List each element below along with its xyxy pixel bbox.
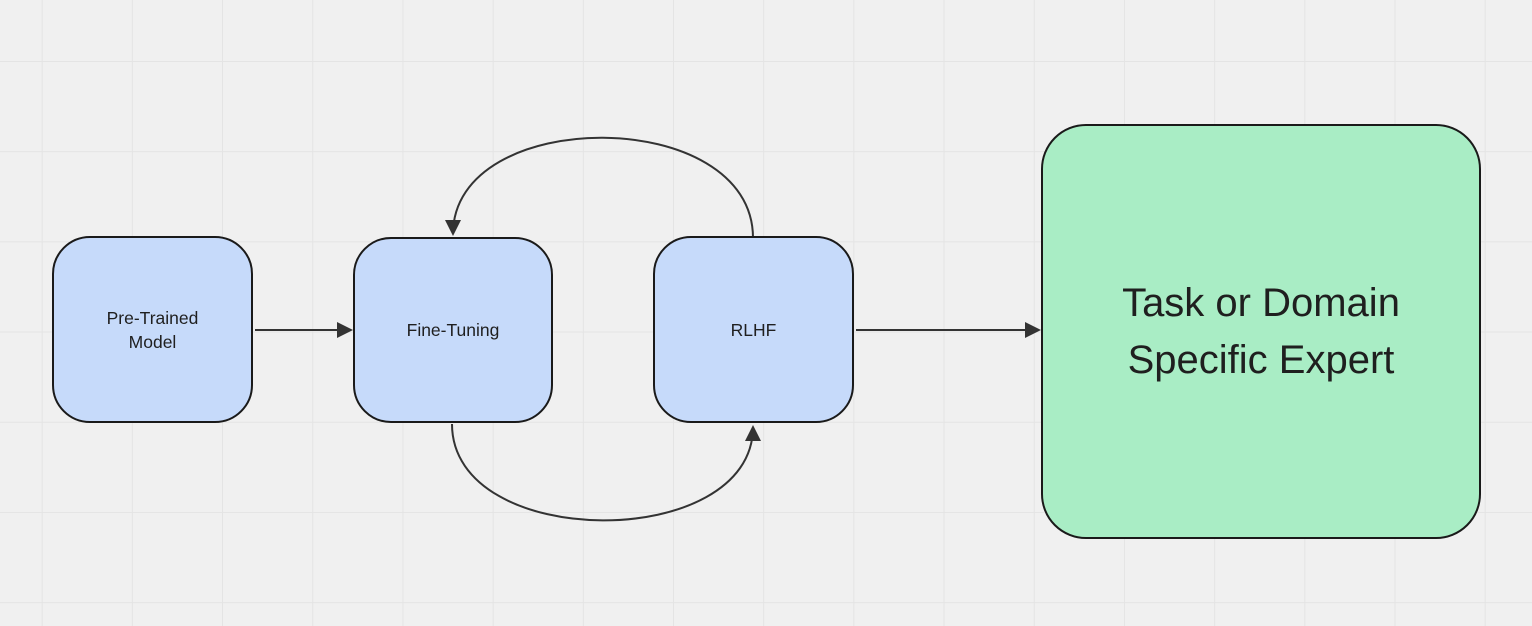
node-pretrained-model-label: Pre-Trained Model	[106, 307, 199, 352]
node-fine-tuning[interactable]: Fine-Tuning	[353, 237, 553, 423]
node-task-domain-expert[interactable]: Task or Domain Specific Expert	[1041, 124, 1481, 539]
edge-rlhf-to-finetuning-loop-arrow[interactable]	[445, 136, 754, 239]
node-rlhf[interactable]: RLHF	[653, 236, 854, 423]
node-pretrained-model[interactable]: Pre-Trained Model	[52, 236, 253, 423]
node-task-domain-expert-label: Task or Domain Specific Expert	[1122, 280, 1400, 382]
node-fine-tuning-label: Fine-Tuning	[406, 320, 500, 340]
node-rlhf-label: RLHF	[730, 319, 777, 340]
edge-finetuning-to-rlhf-loop-arrow[interactable]	[451, 423, 761, 522]
